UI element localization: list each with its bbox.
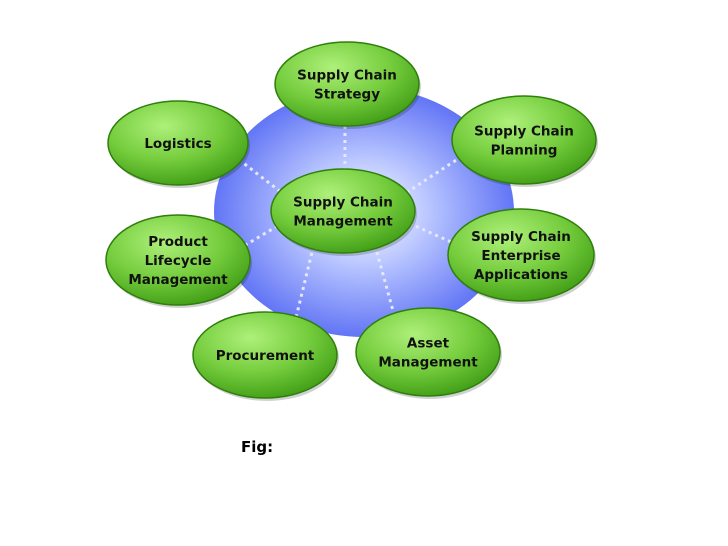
node-procurement: Procurement (192, 311, 339, 401)
node-label-logistics: Logistics (144, 136, 211, 152)
node-ellipse (447, 208, 595, 302)
node-ellipse (451, 95, 597, 185)
node-ellipse (105, 214, 251, 306)
node-label-plm: Lifecycle (145, 253, 212, 269)
node-label-asset: Asset (407, 336, 450, 352)
node-ellipse (270, 168, 416, 254)
connector-asset (373, 244, 397, 319)
node-label-enterprise: Applications (474, 267, 568, 283)
node-label-planning: Planning (491, 143, 558, 159)
node-ellipse (107, 100, 249, 186)
connector-procurement (294, 245, 315, 321)
connector-logistics (236, 157, 287, 197)
node-label-strategy: Strategy (314, 87, 380, 103)
figure-caption: Fig: (241, 438, 274, 456)
node-label-plm: Product (148, 234, 208, 250)
node-logistics: Logistics (107, 100, 250, 188)
node-label-procurement: Procurement (216, 348, 315, 364)
node-label-plm: Management (128, 272, 228, 288)
node-label-center: Management (293, 214, 393, 230)
connector-planning (399, 153, 466, 198)
node-label-strategy: Supply Chain (297, 68, 397, 84)
connector-enterprise (402, 219, 460, 247)
node-ellipse (192, 311, 338, 399)
node-ellipse (355, 307, 501, 397)
node-label-asset: Management (378, 355, 478, 371)
node-ellipse (274, 41, 420, 127)
node-label-planning: Supply Chain (474, 124, 574, 140)
node-label-center: Supply Chain (293, 195, 393, 211)
node-label-enterprise: Supply Chain (471, 229, 571, 245)
node-label-enterprise: Enterprise (481, 248, 560, 264)
